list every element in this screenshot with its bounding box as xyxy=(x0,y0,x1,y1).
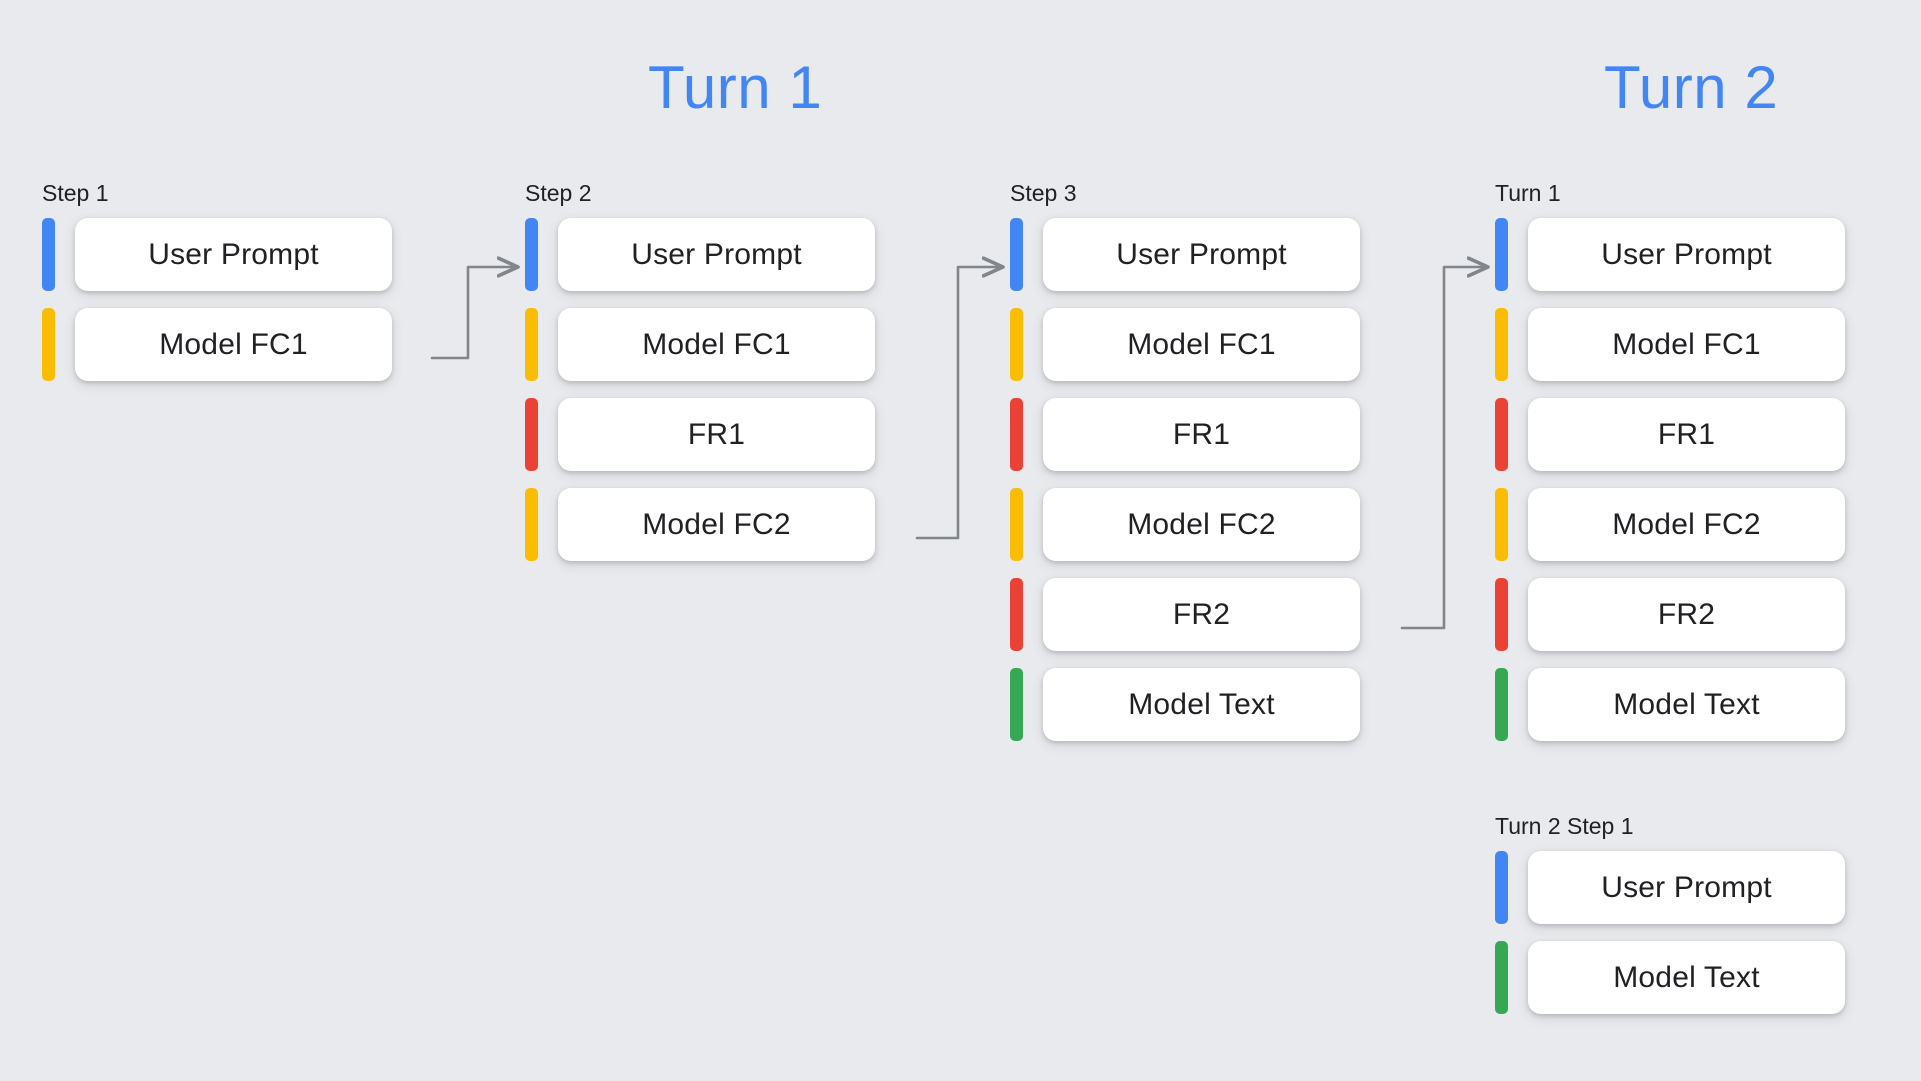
card-label: Model FC1 xyxy=(1612,327,1761,361)
card-model-text[interactable]: Model Text xyxy=(1528,668,1845,741)
color-bar-blue xyxy=(42,218,55,291)
card-label: User Prompt xyxy=(148,237,319,271)
row-user-prompt[interactable]: User Prompt xyxy=(1010,218,1360,291)
row-fr1[interactable]: FR1 xyxy=(525,398,875,471)
color-bar-yellow xyxy=(525,488,538,561)
card-model-text[interactable]: Model Text xyxy=(1528,941,1845,1014)
color-bar-green xyxy=(1495,941,1508,1014)
turn-2-banner: Turn 2 xyxy=(1604,54,1779,121)
color-bar-yellow xyxy=(42,308,55,381)
card-model-fc1[interactable]: Model FC1 xyxy=(1528,308,1845,381)
row-model-fc1[interactable]: Model FC1 xyxy=(525,308,875,381)
column-label-step-1: Step 1 xyxy=(42,180,109,206)
row-fr2[interactable]: FR2 xyxy=(1495,578,1845,651)
column-step-3: Step 3 User Prompt Model FC1 FR1 Model F… xyxy=(1010,182,1360,741)
color-bar-yellow xyxy=(1010,488,1023,561)
connector-step2-to-step3 xyxy=(915,267,1003,540)
card-label: FR1 xyxy=(1657,417,1716,451)
row-model-text[interactable]: Model Text xyxy=(1495,668,1845,741)
color-bar-yellow xyxy=(525,308,538,381)
card-label: FR1 xyxy=(1172,417,1231,451)
card-user-prompt[interactable]: User Prompt xyxy=(1528,851,1845,924)
row-user-prompt[interactable]: User Prompt xyxy=(525,218,875,291)
column-step-2: Step 2 User Prompt Model FC1 FR1 Model F… xyxy=(525,182,875,561)
color-bar-blue xyxy=(1495,851,1508,924)
card-user-prompt[interactable]: User Prompt xyxy=(558,218,875,291)
row-user-prompt[interactable]: User Prompt xyxy=(1495,851,1845,924)
connector-step1-to-step2 xyxy=(430,267,518,360)
card-label: Model FC1 xyxy=(1127,327,1276,361)
column-label-turn-1: Turn 1 xyxy=(1495,180,1561,206)
card-label: Model FC1 xyxy=(159,327,308,361)
row-model-text[interactable]: Model Text xyxy=(1495,941,1845,1014)
color-bar-red xyxy=(1495,578,1508,651)
card-fr1[interactable]: FR1 xyxy=(1043,398,1360,471)
card-model-fc2[interactable]: Model FC2 xyxy=(1043,488,1360,561)
card-label: Model FC1 xyxy=(642,327,791,361)
card-user-prompt[interactable]: User Prompt xyxy=(75,218,392,291)
card-label: FR2 xyxy=(1657,597,1716,631)
card-fr2[interactable]: FR2 xyxy=(1043,578,1360,651)
card-label: User Prompt xyxy=(1601,237,1772,271)
card-fr2[interactable]: FR2 xyxy=(1528,578,1845,651)
card-label: Model Text xyxy=(1613,687,1760,721)
color-bar-green xyxy=(1495,668,1508,741)
row-fr1[interactable]: FR1 xyxy=(1010,398,1360,471)
color-bar-blue xyxy=(1495,218,1508,291)
card-model-fc2[interactable]: Model FC2 xyxy=(558,488,875,561)
card-user-prompt[interactable]: User Prompt xyxy=(1528,218,1845,291)
card-label: Model FC2 xyxy=(642,507,791,541)
card-label: FR1 xyxy=(687,417,746,451)
color-bar-yellow xyxy=(1495,488,1508,561)
color-bar-red xyxy=(1010,398,1023,471)
row-model-fc1[interactable]: Model FC1 xyxy=(42,308,392,381)
column-label-step-2: Step 2 xyxy=(525,180,592,206)
color-bar-red xyxy=(1495,398,1508,471)
card-label: FR2 xyxy=(1172,597,1231,631)
color-bar-red xyxy=(525,398,538,471)
card-model-fc2[interactable]: Model FC2 xyxy=(1528,488,1845,561)
column-label-turn-2-step-1: Turn 2 Step 1 xyxy=(1495,813,1634,839)
row-model-fc1[interactable]: Model FC1 xyxy=(1010,308,1360,381)
turn-1-banner: Turn 1 xyxy=(648,54,823,121)
card-model-fc1[interactable]: Model FC1 xyxy=(75,308,392,381)
card-label: User Prompt xyxy=(631,237,802,271)
row-model-fc2[interactable]: Model FC2 xyxy=(1010,488,1360,561)
row-fr2[interactable]: FR2 xyxy=(1010,578,1360,651)
row-model-fc1[interactable]: Model FC1 xyxy=(1495,308,1845,381)
card-fr1[interactable]: FR1 xyxy=(558,398,875,471)
card-label: Model Text xyxy=(1128,687,1275,721)
color-bar-blue xyxy=(1010,218,1023,291)
card-label: Model FC2 xyxy=(1127,507,1276,541)
row-model-fc2[interactable]: Model FC2 xyxy=(525,488,875,561)
card-label: User Prompt xyxy=(1116,237,1287,271)
row-model-fc2[interactable]: Model FC2 xyxy=(1495,488,1845,561)
card-model-fc1[interactable]: Model FC1 xyxy=(558,308,875,381)
card-user-prompt[interactable]: User Prompt xyxy=(1043,218,1360,291)
color-bar-yellow xyxy=(1495,308,1508,381)
card-label: User Prompt xyxy=(1601,870,1772,904)
color-bar-red xyxy=(1010,578,1023,651)
row-user-prompt[interactable]: User Prompt xyxy=(1495,218,1845,291)
column-step-1: Step 1 User Prompt Model FC1 xyxy=(42,182,392,381)
column-turn-2-step-1: Turn 2 Step 1 User Prompt Model Text xyxy=(1495,815,1845,1014)
column-turn-1-recap: Turn 1 User Prompt Model FC1 FR1 Model F… xyxy=(1495,182,1845,741)
card-label: Model FC2 xyxy=(1612,507,1761,541)
row-model-text[interactable]: Model Text xyxy=(1010,668,1360,741)
color-bar-yellow xyxy=(1010,308,1023,381)
column-label-step-3: Step 3 xyxy=(1010,180,1077,206)
card-label: Model Text xyxy=(1613,960,1760,994)
row-user-prompt[interactable]: User Prompt xyxy=(42,218,392,291)
row-fr1[interactable]: FR1 xyxy=(1495,398,1845,471)
card-model-text[interactable]: Model Text xyxy=(1043,668,1360,741)
card-model-fc1[interactable]: Model FC1 xyxy=(1043,308,1360,381)
card-fr1[interactable]: FR1 xyxy=(1528,398,1845,471)
color-bar-green xyxy=(1010,668,1023,741)
color-bar-blue xyxy=(525,218,538,291)
connector-step3-to-turn1 xyxy=(1400,267,1488,630)
